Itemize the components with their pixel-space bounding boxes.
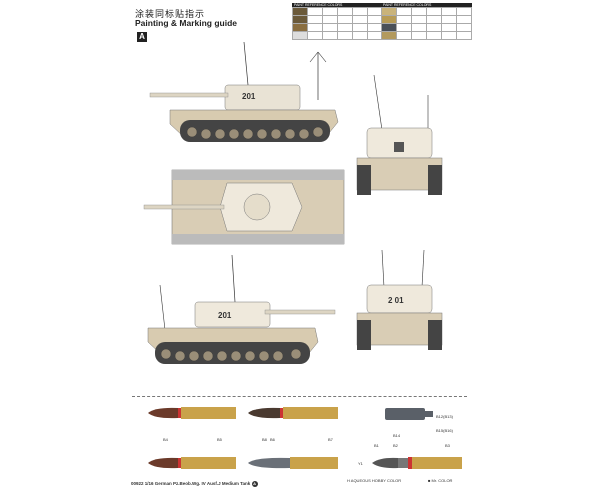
- label-b2: B2: [393, 443, 398, 448]
- section-divider: [132, 396, 467, 397]
- paint-table-1: PAINT REFERENCE COLORS: [292, 3, 383, 40]
- table-heading: PAINT REFERENCE COLORS: [292, 3, 383, 7]
- aqueous-mark: H: [347, 478, 350, 483]
- label-b4: B4: [163, 437, 168, 442]
- footer-text: 00922 1/16 German Pz.Beob.Wg. IV Ausf.J …: [131, 481, 251, 486]
- shell-3: [248, 407, 338, 419]
- tank-side-view-2: 201: [147, 254, 336, 364]
- legend-mr-color-label: Mr. COLOR: [431, 478, 453, 483]
- shell-4: [248, 457, 338, 469]
- label-b1: B1: [374, 443, 379, 448]
- tank-rear-view: 2 01: [356, 249, 443, 350]
- tank-side-view: 201: [149, 41, 339, 142]
- paint-table-2: PAINT REFERENCE COLORS: [381, 3, 472, 40]
- label-b3: B3: [445, 443, 450, 448]
- footer: 00922 1/16 German Pz.Beob.Wg. IV Ausf.J …: [131, 481, 258, 487]
- label-b15: B15(B16): [436, 428, 453, 433]
- shell-1: [148, 407, 236, 419]
- label-b8: B8: [262, 437, 267, 442]
- legend-mr-color: ■ Mr. COLOR: [428, 478, 452, 483]
- tank-top-view: [143, 169, 345, 245]
- legend-aqueous-label: AQUEOUS HOBBY COLOR: [350, 478, 402, 483]
- label-y1: Y1: [358, 461, 363, 466]
- turret-number-2: 201: [218, 311, 232, 320]
- scheme-badge: A: [137, 32, 147, 42]
- ammunition-diagrams: [148, 407, 462, 469]
- legend-aqueous: H AQUEOUS HOBBY COLOR: [347, 478, 401, 483]
- table-heading: PAINT REFERENCE COLORS: [381, 3, 472, 7]
- shell-5: [372, 457, 462, 469]
- turret-number: 201: [242, 92, 256, 101]
- title-english: Painting & Marking guide: [135, 18, 238, 28]
- fuze: [385, 408, 433, 420]
- footer-badge: A: [251, 481, 258, 487]
- tank-front-view: [356, 74, 443, 195]
- label-b7: B7: [328, 437, 333, 442]
- label-b5: B5: [217, 437, 222, 442]
- mr-color-mark: ■: [428, 478, 431, 483]
- label-b6: B6: [270, 437, 275, 442]
- shell-2: [148, 457, 236, 469]
- label-b12: B12(B13): [436, 414, 453, 419]
- title-chinese: 涂装同标贴指示: [135, 9, 206, 19]
- label-b14: B14: [393, 433, 401, 438]
- rear-number: 2 01: [388, 296, 404, 305]
